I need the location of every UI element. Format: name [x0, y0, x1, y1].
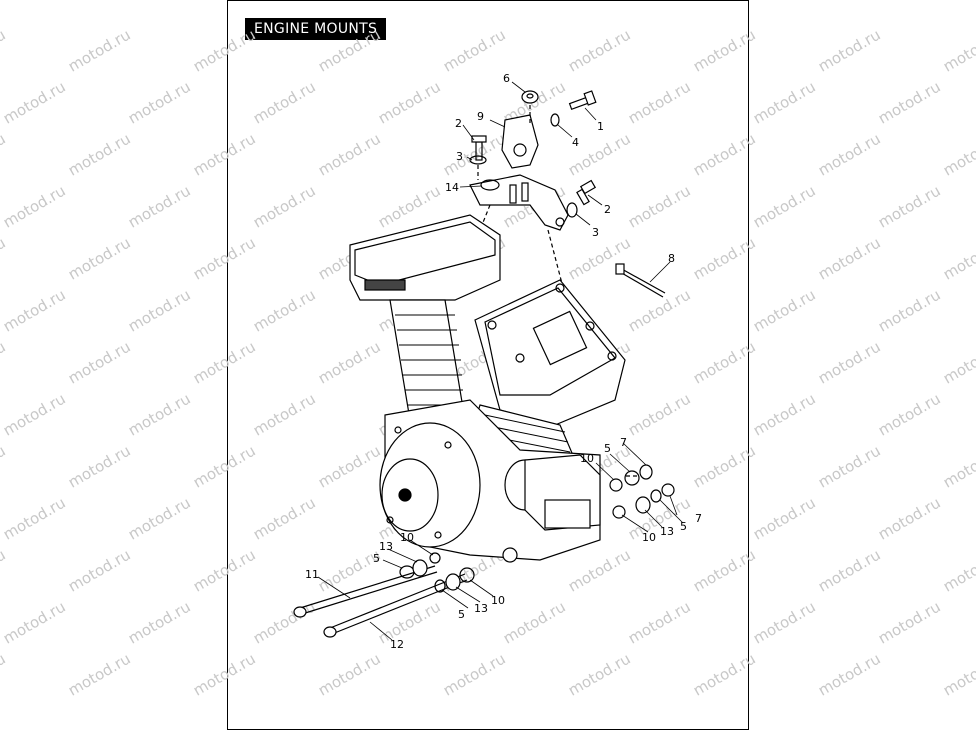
callout-5: 5: [604, 442, 611, 455]
engine-rear-cylinder: [349, 214, 501, 421]
lower-left-spacers: [399, 552, 475, 593]
callout-numbers: 1 2 2 3 3 4 5 5 5 5 6 7 7 8 9 10 10 10 1…: [305, 72, 702, 651]
callout-5: 5: [680, 520, 687, 533]
callout-14: 14: [445, 181, 459, 194]
leader-lines: [317, 81, 684, 641]
callout-1: 1: [597, 120, 604, 133]
callout-3: 3: [456, 150, 463, 163]
bolt-1: [568, 90, 597, 111]
starter-motor: [502, 454, 601, 563]
callout-10: 10: [642, 531, 656, 544]
washer-3-right: [566, 202, 578, 218]
lower-right-spacers: [609, 464, 675, 519]
callout-12: 12: [390, 638, 404, 651]
stud-11: [293, 565, 438, 618]
callout-13: 13: [474, 602, 488, 615]
callout-10: 10: [400, 531, 414, 544]
rod-8: [615, 263, 666, 298]
callout-5: 5: [458, 608, 465, 621]
callout-2: 2: [604, 203, 611, 216]
callout-4: 4: [572, 136, 579, 149]
crankcase: [379, 399, 601, 561]
washer-3-left: [469, 155, 487, 165]
callout-7: 7: [620, 436, 627, 449]
bolt-2-left: [471, 135, 487, 161]
page-title: ENGINE MOUNTS: [245, 18, 387, 40]
upper-mount-bracket: [469, 114, 569, 231]
callout-10: 10: [491, 594, 505, 607]
callout-10: 10: [580, 452, 594, 465]
callout-9: 9: [477, 110, 484, 123]
callout-6: 6: [503, 72, 510, 85]
callout-13: 13: [660, 525, 674, 538]
callout-8: 8: [668, 252, 675, 265]
nut-6: [521, 90, 539, 104]
callout-2: 2: [455, 117, 462, 130]
callout-7: 7: [695, 512, 702, 525]
callout-5: 5: [373, 552, 380, 565]
callout-13: 13: [379, 540, 393, 553]
callout-3: 3: [592, 226, 599, 239]
bolt-2-right: [576, 179, 597, 206]
callout-11: 11: [305, 568, 319, 581]
washer-4: [550, 113, 560, 127]
